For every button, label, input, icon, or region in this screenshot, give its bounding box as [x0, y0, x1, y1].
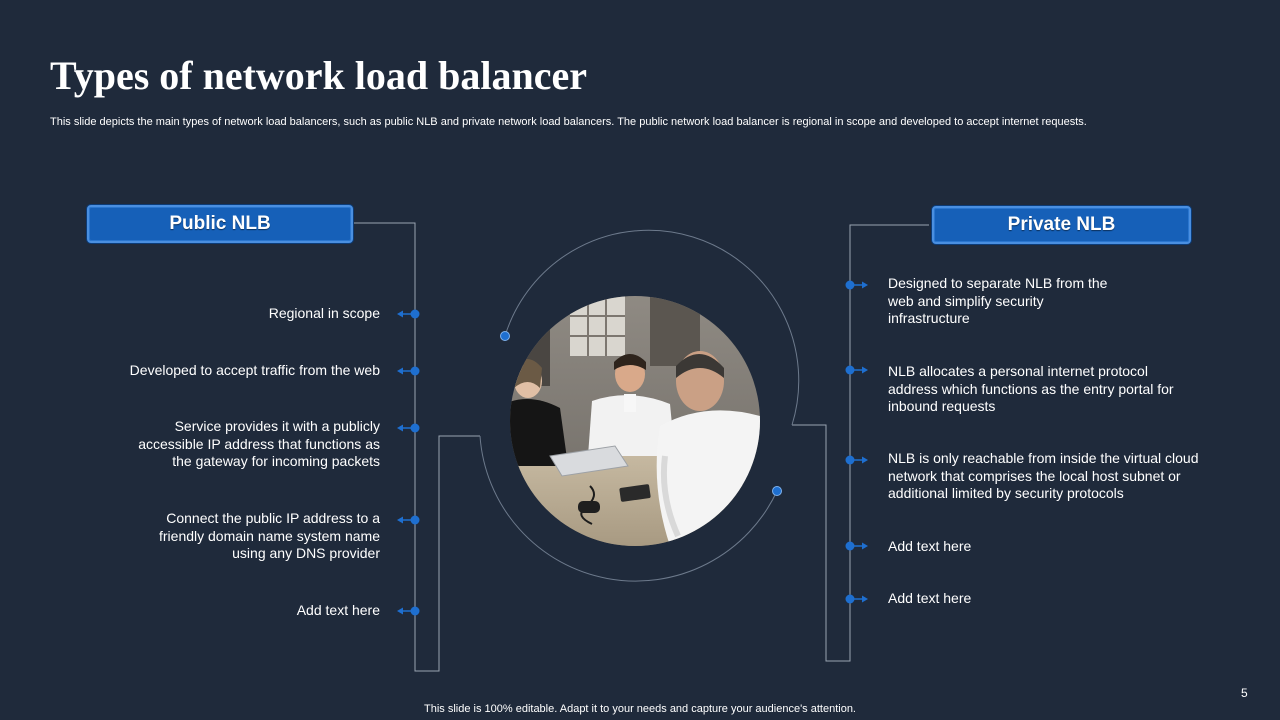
dot-icon [410, 366, 420, 376]
dot-icon [500, 331, 510, 341]
meeting-photo [510, 296, 760, 546]
dot-icon [410, 423, 420, 433]
dot-icon [410, 606, 420, 616]
private-nlb-label: Private NLB [1007, 214, 1116, 235]
dot-icon [772, 486, 782, 496]
arrow-right-icon [862, 595, 868, 603]
page-title: Types of network load balancer [50, 53, 588, 98]
private-nlb-item: NLB allocates a personal internet protoc… [888, 363, 1174, 414]
page-number: 5 [1241, 686, 1248, 700]
public-nlb-item: Connect the public IP address to a frien… [159, 510, 380, 561]
dot-icon [410, 515, 420, 525]
public-nlb-item: Add text here [296, 602, 380, 618]
dot-icon [410, 309, 420, 319]
arrow-right-icon [862, 542, 868, 550]
public-nlb-header: Public NLB [87, 205, 353, 243]
dot-icon [845, 365, 855, 375]
footer-note: This slide is 100% editable. Adapt it to… [424, 703, 856, 715]
arrow-left-icon [397, 424, 403, 432]
arrow-left-icon [397, 367, 403, 375]
arrow-left-icon [397, 516, 403, 524]
dot-icon [845, 594, 855, 604]
private-nlb-header: Private NLB [932, 206, 1191, 244]
dot-icon [845, 280, 855, 290]
page-subtitle: This slide depicts the main types of net… [50, 116, 1087, 128]
public-nlb-item: Service provides it with a publicly acce… [138, 418, 380, 469]
private-nlb-item: Add text here [888, 590, 972, 606]
arrow-right-icon [862, 281, 868, 289]
private-nlb-item: Designed to separate NLB from the web an… [888, 275, 1108, 326]
arrow-left-icon [397, 310, 403, 318]
arrow-right-icon [862, 366, 868, 374]
dot-icon [845, 455, 855, 465]
arrow-right-icon [862, 456, 868, 464]
arrow-left-icon [397, 607, 403, 615]
public-nlb-label: Public NLB [169, 213, 271, 234]
private-nlb-item: NLB is only reachable from inside the vi… [888, 450, 1199, 501]
dot-icon [845, 541, 855, 551]
public-nlb-item: Regional in scope [268, 305, 380, 321]
public-nlb-item: Developed to accept traffic from the web [129, 362, 380, 378]
private-nlb-item: Add text here [888, 538, 972, 554]
